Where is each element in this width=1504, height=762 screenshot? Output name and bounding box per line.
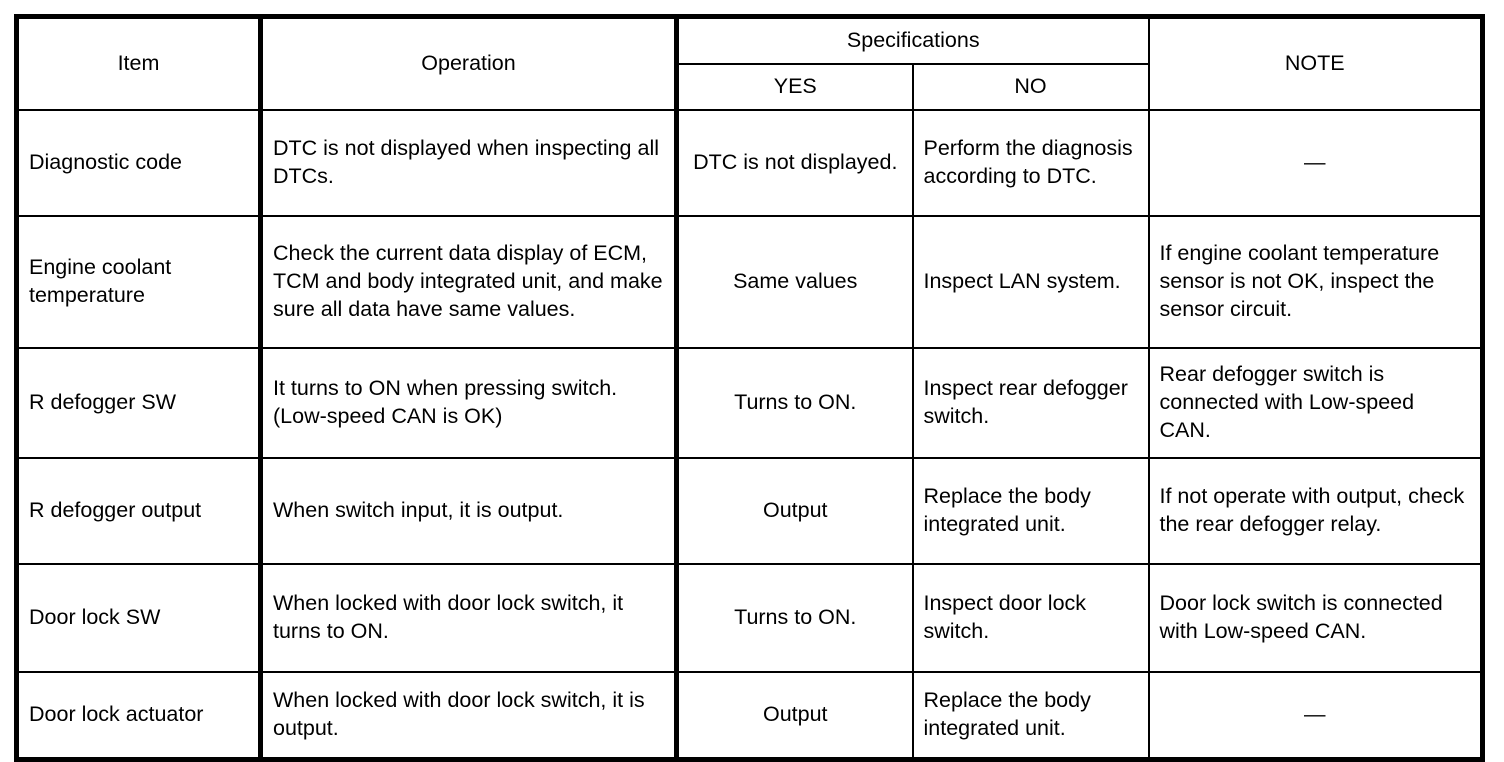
- cell-yes: Turns to ON.: [675, 563, 914, 673]
- cell-note: —: [1147, 671, 1485, 762]
- cell-item: R defogger output: [14, 457, 263, 565]
- column-header-specifications: Specifications: [675, 14, 1150, 65]
- column-header-note: NOTE: [1147, 14, 1485, 111]
- cell-operation: DTC is not displayed when inspecting all…: [259, 109, 679, 217]
- cell-yes: Output: [675, 457, 914, 565]
- cell-operation: When switch input, it is output.: [259, 457, 679, 565]
- cell-item: Door lock actuator: [14, 671, 263, 762]
- header-row-sub: YES NO: [17, 63, 1483, 111]
- cell-no: Inspect door lock switch.: [911, 563, 1150, 673]
- table-row: Door lock SW When locked with door lock …: [14, 563, 1485, 673]
- cell-no: Perform the diagnosis according to DTC.: [911, 109, 1150, 217]
- table-row: Door lock actuator When locked with door…: [14, 671, 1485, 762]
- column-header-item: Item: [14, 14, 263, 111]
- column-header-operation: Operation: [259, 14, 679, 111]
- table-body: Diagnostic code DTC is not displayed whe…: [14, 109, 1485, 762]
- cell-note: If not operate with output, check the re…: [1147, 457, 1485, 565]
- cell-yes: Output: [675, 671, 914, 762]
- cell-item: Engine coolant temperature: [14, 215, 263, 349]
- cell-item: Diagnostic code: [14, 109, 263, 217]
- table-header: Item Operation Specifications NOTE YES N…: [14, 14, 1485, 111]
- table-row: Diagnostic code DTC is not displayed whe…: [14, 109, 1485, 217]
- cell-item: R defogger SW: [14, 347, 263, 459]
- page-root: Item Operation Specifications NOTE YES N…: [14, 14, 1485, 762]
- diagnostic-inspection-table: Item Operation Specifications NOTE YES N…: [14, 14, 1485, 762]
- table-row: R defogger SW It turns to ON when pressi…: [14, 347, 1485, 459]
- cell-note: —: [1147, 109, 1485, 217]
- cell-no: Replace the body integrated unit.: [911, 457, 1150, 565]
- cell-note: Door lock switch is connected with Low-s…: [1147, 563, 1485, 673]
- table-row: R defogger output When switch input, it …: [14, 457, 1485, 565]
- cell-note: Rear defogger switch is connected with L…: [1147, 347, 1485, 459]
- cell-yes: Same values: [675, 215, 914, 349]
- cell-item: Door lock SW: [14, 563, 263, 673]
- cell-note: If engine coolant temperature sensor is …: [1147, 215, 1485, 349]
- header-row-top: Item Operation Specifications NOTE: [14, 14, 1485, 111]
- cell-operation: When locked with door lock switch, it is…: [259, 671, 679, 762]
- cell-no: Inspect rear defogger switch.: [911, 347, 1150, 459]
- table-row: Engine coolant temperature Check the cur…: [14, 215, 1485, 349]
- cell-yes: DTC is not displayed.: [675, 109, 914, 217]
- column-header-yes: YES: [675, 63, 914, 111]
- cell-operation: Check the current data display of ECM, T…: [259, 215, 679, 349]
- cell-operation: When locked with door lock switch, it tu…: [259, 563, 679, 673]
- cell-no: Inspect LAN system.: [911, 215, 1150, 349]
- cell-operation: It turns to ON when pressing switch. (Lo…: [259, 347, 679, 459]
- cell-yes: Turns to ON.: [675, 347, 914, 459]
- cell-no: Replace the body integrated unit.: [911, 671, 1150, 762]
- column-header-no: NO: [911, 63, 1150, 111]
